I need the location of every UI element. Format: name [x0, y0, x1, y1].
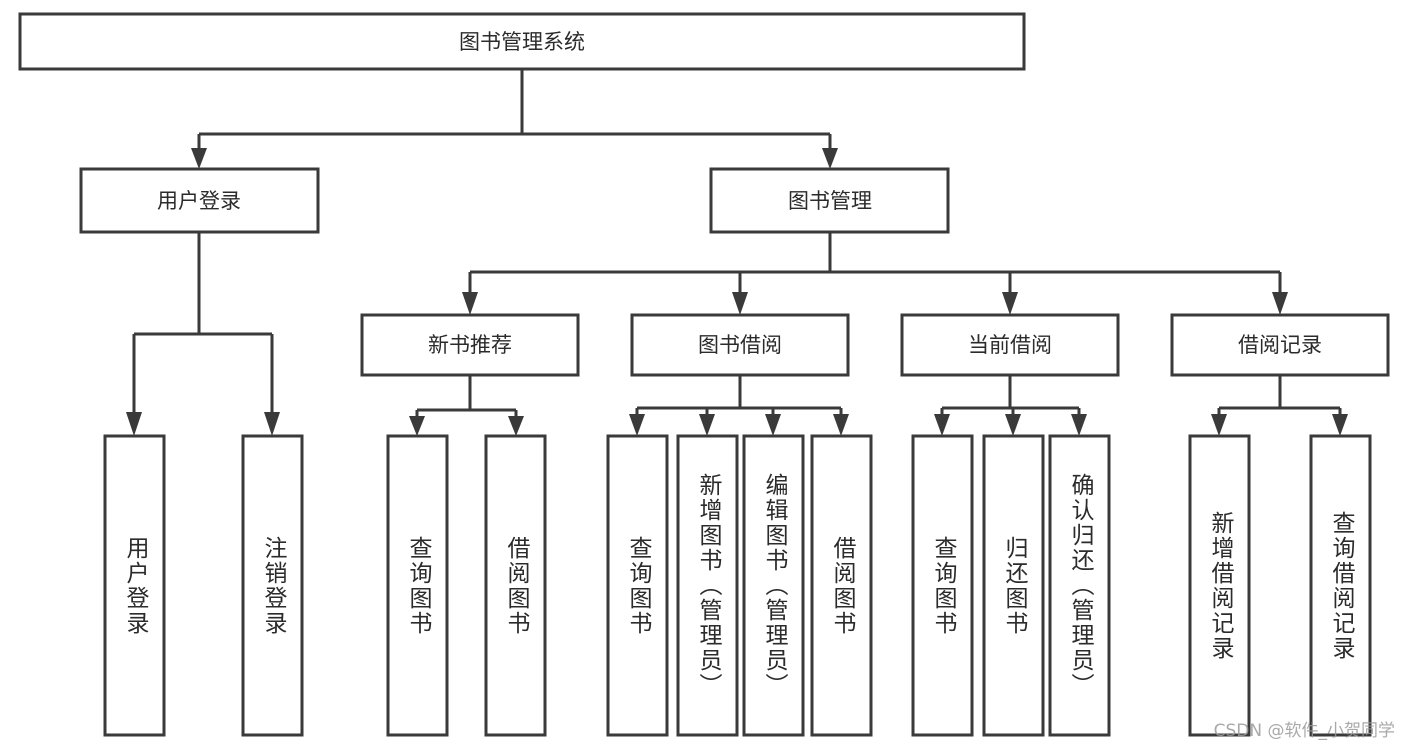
arrow-head-current-borrow — [1002, 292, 1018, 315]
arrow-head-leaf-edit-book-admin — [765, 414, 781, 436]
leaf-box-layer — [103, 434, 1372, 737]
arrow-head-leaf-borrow-book-rec — [508, 416, 524, 436]
leaf-borrow-book[interactable] — [810, 434, 873, 737]
node-new-book-rec-label: 新书推荐 — [428, 333, 512, 357]
arrow-head-user-login — [191, 148, 207, 169]
node-current-borrow-label: 当前借阅 — [968, 333, 1052, 357]
leaf-query-book-rec[interactable] — [386, 434, 449, 737]
leaf-logout-login[interactable] — [241, 434, 304, 737]
node-root-label: 图书管理系统 — [459, 30, 585, 54]
node-layer: 图书管理系统 用户登录 图书管理 新书推荐 图书借阅 当前借阅 — [18, 12, 1390, 377]
node-book-manage-label: 图书管理 — [788, 189, 872, 213]
arrow-head-leaf-query-book-current — [934, 414, 950, 436]
leaf-borrow-book-rec[interactable] — [484, 434, 547, 737]
leaf-query-borrow-record-box[interactable] — [1309, 434, 1372, 737]
leaf-query-book-rec-box[interactable] — [386, 434, 449, 737]
leaf-add-book-admin-box[interactable] — [676, 434, 739, 737]
arrow-head-leaf-confirm-return — [1071, 414, 1087, 436]
node-borrow-record-label: 借阅记录 — [1238, 333, 1322, 357]
leaf-add-borrow-record[interactable] — [1188, 434, 1251, 737]
watermark: CSDN @软件_小贺同学 — [1213, 721, 1395, 741]
leaf-confirm-return[interactable] — [1048, 434, 1111, 737]
arrow-head-leaf-add-borrow-record — [1211, 414, 1227, 436]
leaf-edit-book-admin[interactable] — [742, 434, 805, 737]
leaf-borrow-book-box[interactable] — [810, 434, 873, 737]
leaf-query-book-current[interactable] — [911, 434, 974, 737]
arrow-head-leaf-query-borrow-record — [1332, 414, 1348, 436]
node-current-borrow[interactable]: 当前借阅 — [900, 313, 1120, 377]
leaf-query-book-borrow-box[interactable] — [606, 434, 669, 737]
node-root-box[interactable] — [18, 12, 1026, 71]
node-root[interactable]: 图书管理系统 — [18, 12, 1026, 71]
leaf-user-login-box[interactable] — [103, 434, 166, 737]
arrow-head-borrow-record — [1272, 292, 1288, 315]
leaf-return-book[interactable] — [982, 434, 1045, 737]
node-user-login[interactable]: 用户登录 — [79, 167, 320, 234]
leaf-confirm-return-box[interactable] — [1048, 434, 1111, 737]
arrow-head-leaf-return-book — [1005, 414, 1021, 436]
arrow-head-leaf-user-login — [126, 412, 142, 436]
leaf-logout-login-box[interactable] — [241, 434, 304, 737]
leaf-add-book-admin[interactable] — [676, 434, 739, 737]
leaf-query-book-current-box[interactable] — [911, 434, 974, 737]
node-current-borrow-box[interactable] — [900, 313, 1120, 377]
leaf-add-borrow-record-box[interactable] — [1188, 434, 1251, 737]
leaf-borrow-book-rec-box[interactable] — [484, 434, 547, 737]
node-book-borrow-label: 图书借阅 — [698, 333, 782, 357]
arrow-head-leaf-query-book-borrow — [629, 414, 645, 436]
node-book-borrow[interactable]: 图书借阅 — [630, 313, 850, 377]
node-new-book-rec[interactable]: 新书推荐 — [360, 313, 580, 377]
node-user-login-label: 用户登录 — [157, 189, 241, 213]
arrow-head-leaf-query-book-rec — [409, 416, 425, 436]
node-user-login-box[interactable] — [79, 167, 320, 234]
leaf-query-borrow-record[interactable] — [1309, 434, 1372, 737]
node-book-borrow-box[interactable] — [630, 313, 850, 377]
arrow-head-leaf-logout-login — [264, 412, 280, 436]
arrow-head-new-book-rec — [462, 292, 478, 315]
leaf-return-book-box[interactable] — [982, 434, 1045, 737]
node-borrow-record[interactable]: 借阅记录 — [1170, 313, 1390, 377]
node-book-manage-box[interactable] — [709, 167, 950, 234]
arrow-head-leaf-add-book-admin — [699, 414, 715, 436]
leaf-edit-book-admin-box[interactable] — [742, 434, 805, 737]
arrow-head-leaf-borrow-book — [833, 414, 849, 436]
arrow-head-book-borrow — [732, 292, 748, 315]
node-new-book-rec-box[interactable] — [360, 313, 580, 377]
node-book-manage[interactable]: 图书管理 — [709, 167, 950, 234]
arrow-head-book-manage — [822, 148, 838, 169]
leaf-query-book-borrow[interactable] — [606, 434, 669, 737]
connector-layer — [126, 69, 1348, 436]
node-borrow-record-box[interactable] — [1170, 313, 1390, 377]
leaf-user-login[interactable] — [103, 434, 166, 737]
